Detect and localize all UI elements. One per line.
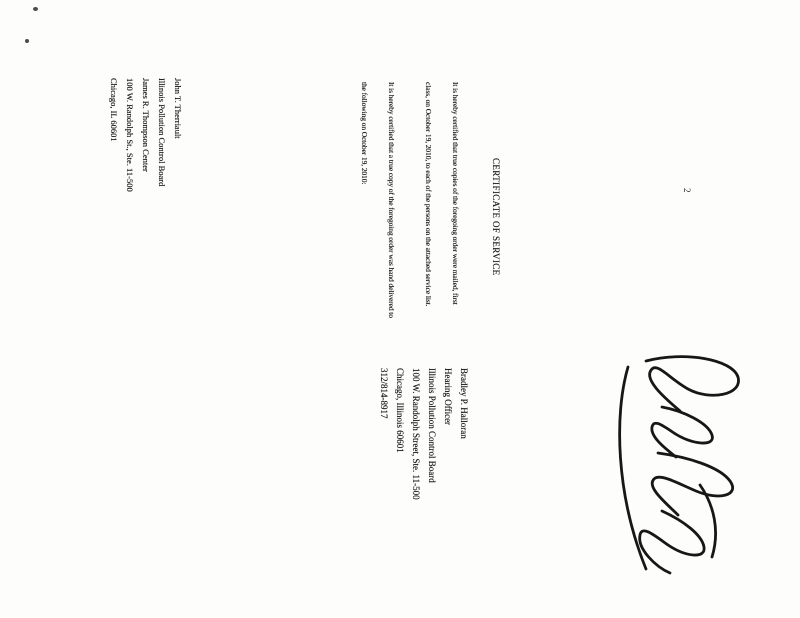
signature-block-line: Chicago, Illinois 60601 [395, 368, 405, 453]
handwritten-signature [618, 355, 740, 575]
recipient-address-block: John T. Therriault Illinois Pollution Co… [106, 78, 186, 192]
recipient-address-line: James R. Thompson Center [141, 78, 151, 172]
signature-block-line: Illinois Pollution Control Board [427, 368, 437, 483]
certificate-title: CERTIFICATE OF SERVICE [491, 158, 501, 276]
recipient-address-line: Chicago, IL 60601 [109, 78, 119, 142]
certificate-paragraph-line: It is hereby certified that true copies … [451, 82, 460, 305]
certificate-paragraph-line: class, on October 19, 2010, to each of t… [424, 82, 433, 307]
scan-speck [25, 39, 29, 43]
certificate-paragraph-line: It is hereby certified that a true copy … [387, 82, 396, 318]
signature-block-line: 100 W. Randolph Street, Ste. 11-500 [411, 368, 421, 500]
page-number: 2 [682, 188, 692, 193]
scan-speck [33, 7, 38, 11]
recipient-address-line: John T. Therriault [173, 78, 183, 139]
signature-block-line: Hearing Officer [443, 368, 453, 426]
recipient-address-line: 100 W. Randolph St., Ste. 11-500 [125, 78, 135, 192]
signature-block: Bradley P. Halloran Hearing Officer Illi… [376, 368, 472, 500]
recipient-address-line: Illinois Pollution Control Board [157, 78, 167, 187]
signature-block-line: 312/814-8917 [379, 368, 389, 419]
certificate-paragraph-line: the following on October 19, 2010: [360, 82, 369, 185]
signature-block-line: Bradley P. Halloran [459, 368, 469, 439]
